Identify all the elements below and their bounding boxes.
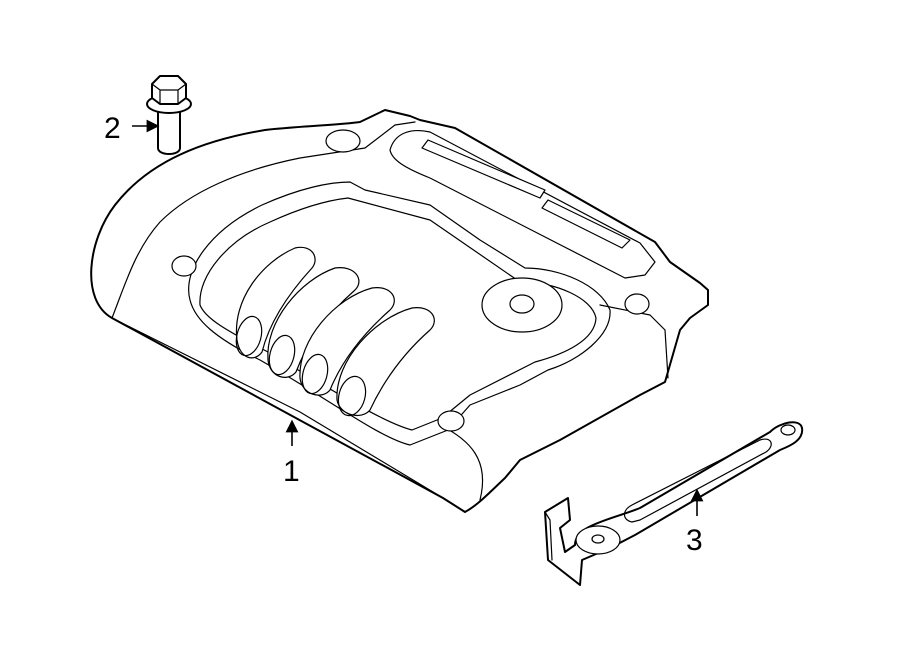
rib-4-end [337,375,367,417]
callout-1-label: 1 [283,455,300,488]
rib-1 [235,246,316,359]
center-boss-inner [509,294,535,314]
engine-cover-outline [90,109,709,513]
mount-hole-top [325,129,361,153]
bolt-head-facet [151,83,187,105]
bracket-hole-small [780,424,796,436]
bracket-bend [544,497,571,561]
callout-2: 2 [104,112,160,145]
mount-hole-left [171,255,197,277]
rib-3 [299,287,395,396]
callout-3-label: 3 [686,524,703,557]
rib-1-end [235,315,263,357]
engine-cover-rib-strip [389,129,656,279]
engine-cover-side-ridge [599,304,669,379]
engine-cover [90,109,709,513]
mount-hole-right [624,293,650,315]
bolt [146,75,192,155]
callout-1: 1 [283,419,300,488]
rib-4 [336,307,435,417]
engine-cover-slot-lower [541,199,631,249]
callout-3: 3 [686,488,704,557]
callout-2-label: 2 [104,112,121,145]
bracket-hole-large-inner [591,534,605,544]
engine-cover-lower-lip [111,317,444,499]
engine-cover-rim [111,121,416,319]
bracket [544,421,804,586]
rib-2-end [268,334,296,376]
bracket-outline [544,421,804,586]
bracket-slot [623,438,772,523]
engine-cover-slot-upper [421,139,546,199]
rib-2 [267,267,360,378]
bolt-shank [157,107,181,155]
rib-3-end [301,353,329,395]
mount-hole-bottom [437,410,465,432]
engine-cover-ribs [235,246,435,417]
